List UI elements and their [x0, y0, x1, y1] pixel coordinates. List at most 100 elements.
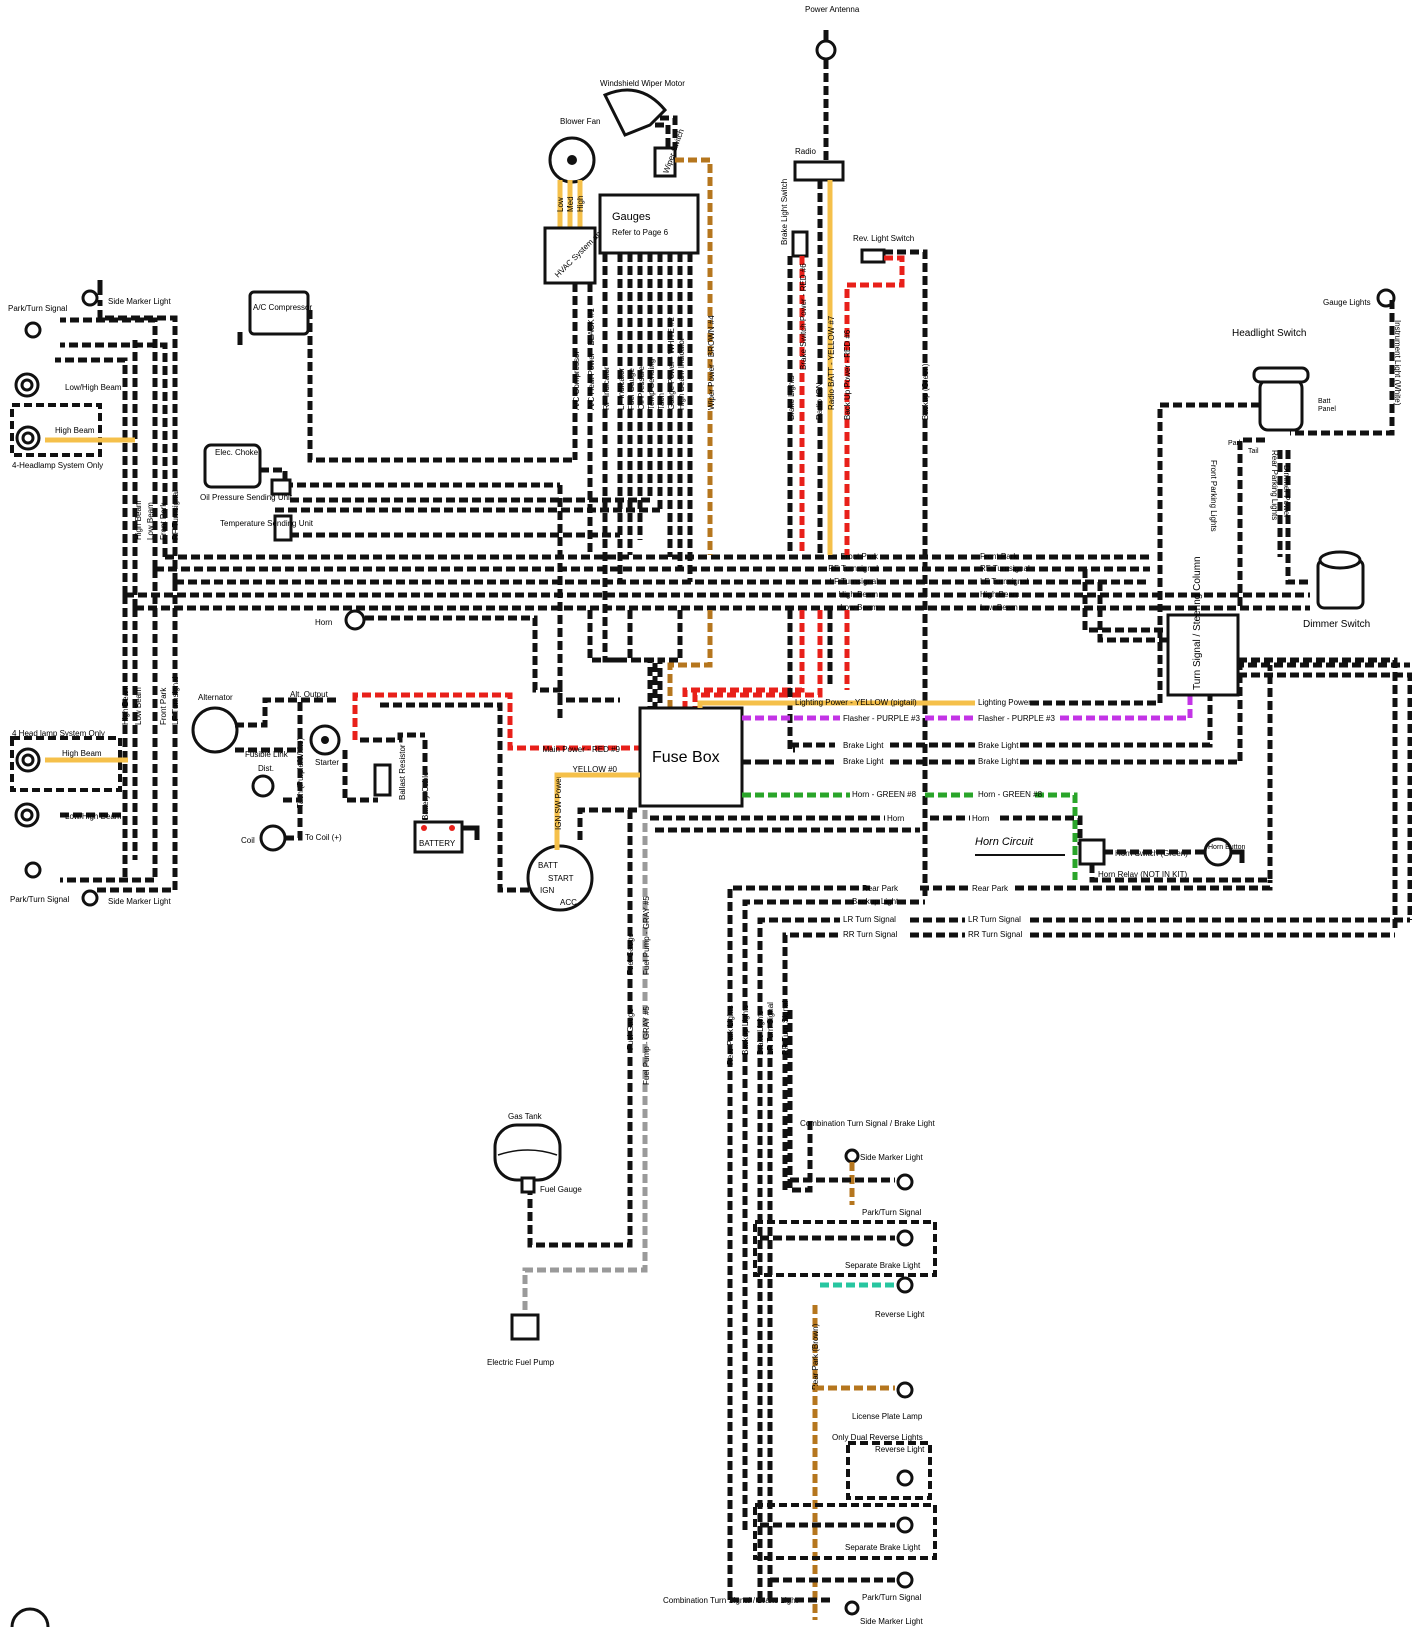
reverse-light-icon-2: [896, 1469, 914, 1487]
label-rear-side-marker-top: Side Marker Light: [860, 1153, 923, 1162]
label-only-dual-reverse: Only Dual Reverse Lights: [832, 1433, 923, 1442]
label-high-beam-top: High Beam: [55, 426, 95, 435]
label-lr-turn: LR Turn Signal: [843, 915, 896, 924]
label-horn-green: Horn - GREEN #8: [852, 790, 917, 799]
label-gauges-ref: Refer to Page 6: [612, 228, 669, 237]
label-horn-1b: Horn: [972, 814, 989, 823]
fuel-gauge-sender-icon: [520, 1176, 536, 1194]
label-speed-low: Low: [556, 197, 565, 212]
right-components: Gauge Lights Instrument Light (White) He…: [1082, 288, 1412, 930]
vlabel-dimmer-power: Dimmer Power: [1282, 465, 1291, 518]
gauges-box: [598, 193, 700, 255]
label-yellow0: YELLOW #0: [573, 765, 618, 774]
label-ac-compressor: A/C Compressor: [253, 303, 312, 312]
vlabel-rear-park-lights: Rear Park Lights: [726, 1005, 735, 1065]
label-instrument-light: Instrument Light (White): [1393, 320, 1402, 406]
oil-pressure-unit-icon: [270, 478, 292, 496]
ignition-switch-icon: [526, 844, 594, 912]
label-brake-light-1: Brake Light: [843, 741, 884, 750]
label-hs-panel: Panel: [1318, 406, 1336, 413]
distributor-icon: [251, 774, 275, 798]
top-center-components: Blower Fan Low Med High HVAC System and …: [543, 79, 716, 710]
label-steering-column: Turn Signal / Steering Column: [1192, 556, 1203, 690]
label-high-beam-bottom: High Beam: [62, 749, 102, 758]
label-lighting-power: Lighting Power - YELLOW (pigtail): [795, 698, 917, 707]
label-rev-light-switch: Rev. Light Switch: [853, 234, 914, 243]
park-turn-light-icon-2: [24, 861, 42, 879]
vlabel-rr-turn: RR Turn Signal: [781, 1001, 790, 1055]
label-rear-park: Rear Park: [862, 884, 899, 893]
elec-choke: [203, 443, 262, 489]
vlabel-high-beam: High Beam: [134, 500, 143, 540]
main-harness: Front Park RF Turnsignal LF Turnsignal H…: [125, 552, 1310, 612]
label-license-plate: License Plate Lamp: [852, 1412, 923, 1421]
vlabel-fuel-pump-2: Fuel Pump - GRAY #5: [642, 1006, 651, 1085]
horn-relay-icon: [1078, 838, 1106, 866]
vlabel-front-park-b: Front Park: [159, 687, 168, 725]
vlabel-front-park: Front Park: [159, 502, 168, 540]
label-gas-tank: Gas Tank: [508, 1112, 543, 1121]
label-lr-turn-b: LR Turn Signal: [968, 915, 1021, 924]
label-ign-ign: IGN: [540, 886, 554, 895]
label-brake-light-switch: Brake Light Switch: [780, 179, 789, 245]
vlabel-low-beam-b: Low Beam: [134, 687, 143, 725]
label-combo-turn-brake-top: Combination Turn Signal / Brake Light: [800, 1119, 936, 1128]
label-hs-batt: Batt: [1318, 398, 1331, 405]
vlabel-fuel-pump-1: Fuel Pump - GRAY #5: [642, 896, 651, 975]
rear-lights: Combination Turn Signal / Brake Light Si…: [663, 1119, 937, 1626]
rear-park-turn-icon: [896, 1173, 914, 1191]
vlabel-brake-lights: Brake Lights: [787, 376, 796, 420]
vlabel-low-beam: Low Beam: [146, 502, 155, 540]
side-marker-light-icon: [81, 289, 99, 307]
vlabel-ign-sw-power: IGN SW Power: [554, 775, 563, 830]
vlabel-temp-sending: Temp Sending: [647, 359, 656, 410]
label-main-power: Main Power - RED #9: [543, 745, 621, 754]
label-side-marker-bottom: Side Marker Light: [108, 897, 171, 906]
vlabel-wiper-power: Wiper Power - BROWN #4: [707, 315, 716, 410]
label-rear-side-marker-bottom: Side Marker Light: [860, 1617, 923, 1626]
label-speed-med: Med: [566, 196, 575, 212]
label-coil: Coil: [241, 836, 255, 845]
label-power-antenna: Power Antenna: [805, 5, 860, 14]
label-horn-button: Horn Button: [1208, 844, 1245, 851]
rear-park-turn-icon-2: [896, 1571, 914, 1589]
label-horn-relay: Horn Relay (NOT IN KIT): [1098, 870, 1188, 879]
temp-sending-unit-icon: [273, 514, 293, 542]
fuse-box: [638, 706, 744, 808]
label-to-coil: To Coil (+): [305, 833, 342, 842]
rev-light-switch-icon: [860, 248, 886, 264]
horn-button-icon: [1203, 837, 1233, 867]
label-ign-acc: ACC: [560, 898, 577, 907]
label-reverse-top: Reverse Light: [875, 1310, 925, 1319]
rear-harness: Rear Park Rear Park Backup Light LR Turn…: [726, 880, 1410, 1600]
reverse-light-icon: [896, 1276, 914, 1294]
vlabel-lf-turn-b: LF Turnsignal: [171, 676, 180, 725]
brake-light-switch-icon: [791, 230, 809, 258]
fuel-system: Fuel Gauge Fuel Pump - GRAY #5 Fuel Gaug…: [487, 810, 651, 1367]
hvac-controls: [543, 226, 597, 285]
vlabel-fuel-gauge: Fuel Gauge: [627, 368, 636, 410]
corner-mark-icon: [10, 1607, 50, 1627]
label-gauges: Gauges: [612, 211, 651, 223]
label-park-turn-top: Park/Turn Signal: [8, 304, 68, 313]
label-4-headlamp-bottom: 4 Head lamp System Only: [12, 729, 105, 738]
label-fuel-gauge-unit: Fuel Gauge: [540, 1185, 582, 1194]
label-dist: Dist.: [258, 764, 274, 773]
radio-icon: [793, 160, 845, 182]
harness-label-low-beam: Low Beam: [840, 603, 878, 612]
label-ign-start: START: [548, 874, 574, 883]
electric-fuel-pump-icon: [510, 1313, 540, 1341]
vlabel-front-parking-lights: Front Parking Lights: [1209, 460, 1218, 532]
rear-side-marker-icon-2: [844, 1600, 860, 1616]
rear-side-marker-icon: [844, 1148, 860, 1164]
harness-label-high-beam: High Beam: [838, 590, 878, 599]
label-horn-circuit: Horn Circuit: [975, 836, 1034, 848]
wiper-motor-icon: [602, 88, 668, 137]
label-wiper-motor: Windshield Wiper Motor: [600, 79, 685, 88]
label-flasher: Flasher - PURPLE #3: [843, 714, 920, 723]
fuse-box-group: Fuse Box Main Power - RED #9 YELLOW #0 L…: [543, 610, 1410, 880]
radio-area: Power Antenna Radio Brake Light Switch R…: [682, 5, 930, 900]
label-ballast: Ballast Resistor: [398, 744, 407, 800]
label-gauge-lights: Gauge Lights: [1323, 298, 1371, 307]
side-marker-light-icon-2: [81, 889, 99, 907]
